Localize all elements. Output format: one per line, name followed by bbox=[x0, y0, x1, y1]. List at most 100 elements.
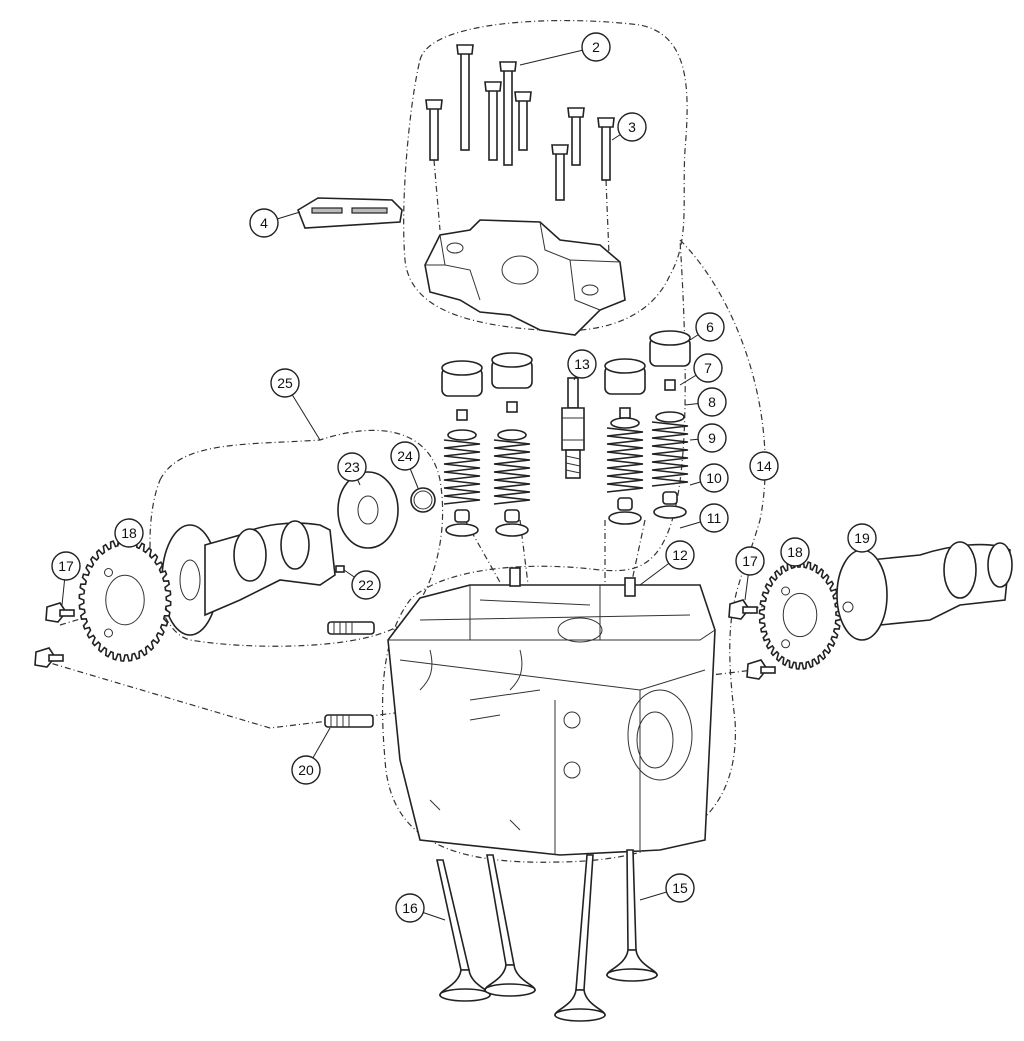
bolt-shank bbox=[518, 99, 528, 151]
callout-18: 18 bbox=[780, 537, 810, 567]
bolt-head bbox=[425, 99, 443, 110]
spring-seat bbox=[653, 505, 687, 519]
callout-circle bbox=[567, 349, 597, 379]
bolt-head bbox=[567, 107, 585, 118]
callout-17: 17 bbox=[51, 551, 81, 581]
callout-number: 4 bbox=[260, 215, 268, 231]
valve-keeper bbox=[456, 409, 468, 421]
callout-number: 19 bbox=[854, 530, 870, 546]
bolt-shank bbox=[488, 89, 498, 161]
callout-number: 10 bbox=[706, 470, 722, 486]
valve-stem-seal bbox=[662, 491, 678, 505]
spring-retainer bbox=[497, 429, 527, 441]
callout-7: 7 bbox=[693, 353, 723, 383]
cam-sprocket-left bbox=[78, 538, 172, 662]
callout-circle bbox=[749, 451, 779, 481]
callout-circle bbox=[735, 546, 765, 576]
spring-retainer bbox=[447, 429, 477, 441]
valve-face bbox=[606, 968, 658, 982]
sprocket-hole bbox=[104, 628, 113, 638]
callout-number: 22 bbox=[358, 577, 374, 593]
camshaft-holder-part bbox=[424, 219, 626, 336]
decompressor-part bbox=[335, 471, 436, 573]
spring-retainer bbox=[655, 411, 685, 423]
callout-11: 11 bbox=[699, 503, 729, 533]
callout-number: 13 bbox=[574, 356, 590, 372]
callout-circle bbox=[270, 368, 300, 398]
callout-4: 4 bbox=[249, 208, 279, 238]
sprocket-hole bbox=[781, 639, 791, 649]
bolt-head bbox=[484, 81, 502, 92]
camshaft-group-boundary bbox=[149, 429, 444, 647]
callout-22: 22 bbox=[351, 570, 381, 600]
callout-circle bbox=[395, 893, 425, 923]
valve-face bbox=[439, 988, 491, 1002]
valve-stem-seal bbox=[504, 509, 520, 523]
spring-seat bbox=[495, 523, 529, 537]
valve-stem bbox=[486, 854, 515, 966]
tappet-top bbox=[649, 330, 691, 346]
valve-spring bbox=[651, 421, 689, 487]
callout-number: 24 bbox=[397, 448, 413, 464]
bolt-head bbox=[499, 61, 517, 72]
valve-spring bbox=[606, 427, 644, 493]
sprocket-hole bbox=[781, 586, 791, 596]
bolt-head bbox=[597, 117, 615, 128]
callout-13: 13 bbox=[567, 349, 597, 379]
callout-circle bbox=[249, 208, 279, 238]
bolt-shank bbox=[571, 115, 581, 166]
callout-23: 23 bbox=[337, 452, 367, 482]
valve-face bbox=[484, 983, 536, 997]
assembly-line bbox=[433, 159, 646, 601]
camshaft-left-part bbox=[161, 520, 336, 636]
callout-circle bbox=[617, 112, 647, 142]
bolt-shank bbox=[601, 125, 611, 181]
callout-circle bbox=[337, 452, 367, 482]
valve-stem bbox=[436, 859, 471, 971]
cylinder-head-part bbox=[387, 567, 716, 856]
tappet-top bbox=[491, 352, 533, 368]
callout-number: 2 bbox=[592, 39, 600, 55]
callout-8: 8 bbox=[697, 387, 727, 417]
camshaft-right-part bbox=[836, 541, 1013, 641]
callout-17: 17 bbox=[735, 546, 765, 576]
valve-stem bbox=[626, 849, 637, 951]
callout-20: 20 bbox=[291, 755, 321, 785]
callout-circle bbox=[665, 873, 695, 903]
valve-keeper bbox=[619, 407, 631, 419]
sprocket-teeth bbox=[78, 538, 172, 662]
callout-16: 16 bbox=[395, 893, 425, 923]
callout-number: 17 bbox=[742, 553, 758, 569]
callout-number: 16 bbox=[402, 900, 418, 916]
spark-plug-part bbox=[561, 377, 585, 479]
callout-circle bbox=[351, 570, 381, 600]
callout-circle bbox=[847, 523, 877, 553]
bracket-part bbox=[297, 197, 403, 229]
callout-number: 18 bbox=[121, 525, 137, 541]
callout-number: 12 bbox=[672, 547, 688, 563]
callout-number: 23 bbox=[344, 459, 360, 475]
callout-24: 24 bbox=[390, 441, 420, 471]
valve-stem bbox=[575, 854, 594, 991]
callout-18: 18 bbox=[114, 518, 144, 548]
bolt-shank bbox=[460, 52, 470, 151]
callout-number: 11 bbox=[707, 510, 722, 526]
sprocket-hub bbox=[782, 592, 818, 638]
tappet-top bbox=[441, 360, 483, 376]
sprocket-hub bbox=[105, 574, 145, 626]
callout-9: 9 bbox=[697, 423, 727, 453]
tappet-top bbox=[604, 358, 646, 374]
callout-number: 7 bbox=[704, 360, 712, 376]
bolt-head bbox=[551, 144, 569, 155]
callout-number: 15 bbox=[672, 880, 688, 896]
callout-circle bbox=[291, 755, 321, 785]
callout-10: 10 bbox=[699, 463, 729, 493]
callout-number: 20 bbox=[298, 762, 314, 778]
callout-19: 19 bbox=[847, 523, 877, 553]
callout-circle bbox=[51, 551, 81, 581]
sprocket-hole bbox=[104, 568, 113, 577]
valve-face bbox=[554, 1008, 606, 1022]
callout-number: 17 bbox=[58, 558, 74, 574]
